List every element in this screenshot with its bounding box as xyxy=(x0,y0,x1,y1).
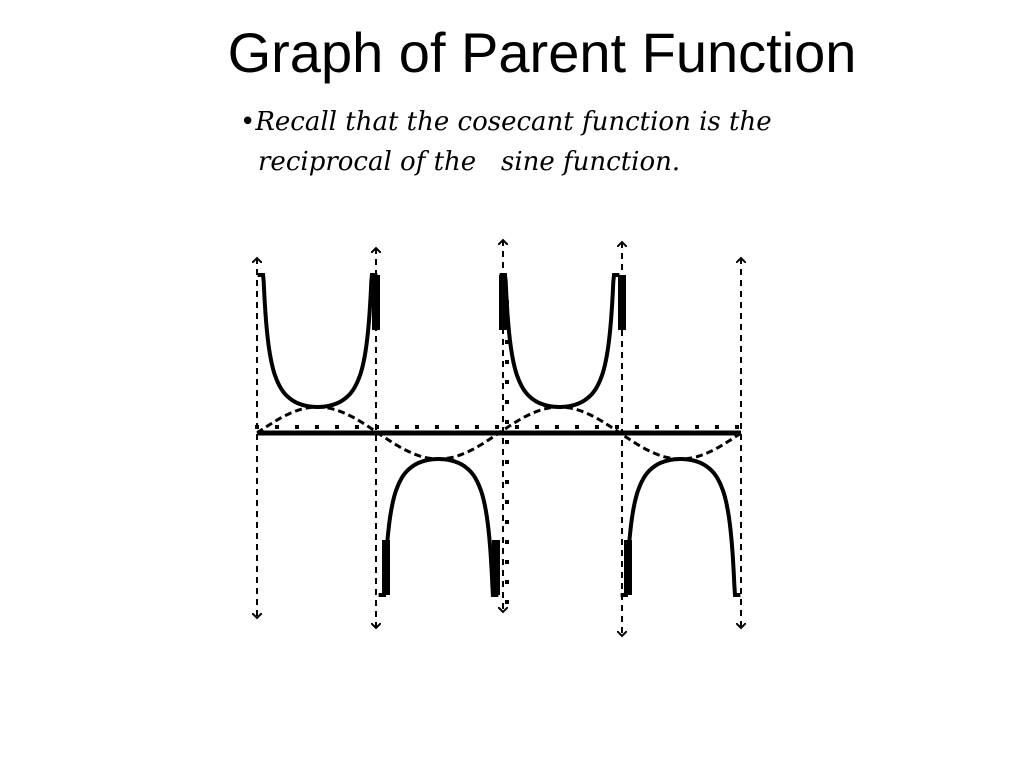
x-axis-tick xyxy=(635,425,639,429)
x-axis-tick xyxy=(435,425,439,429)
y-axis-tick xyxy=(505,420,509,424)
asymptote-group xyxy=(257,240,741,636)
x-axis-tick xyxy=(675,425,679,429)
x-axis-tick xyxy=(735,425,739,429)
bullet-line-1: •Recall that the cosecant function is th… xyxy=(240,102,880,142)
cosecant-steep-segment xyxy=(499,275,507,330)
x-axis-tick xyxy=(275,425,279,429)
x-axis-tick xyxy=(595,425,599,429)
cosecant-curve-group xyxy=(257,273,741,597)
y-axis-tick xyxy=(505,460,509,464)
sine-curve xyxy=(256,405,742,461)
cosecant-steep-segment xyxy=(372,275,380,330)
x-axis-tick xyxy=(415,425,419,429)
x-axis-tick xyxy=(475,425,479,429)
y-axis-tick xyxy=(505,560,509,564)
cosecant-branch xyxy=(378,457,499,597)
cosecant-steep-segment xyxy=(624,540,632,595)
bullet-marker: • xyxy=(240,107,256,137)
x-axis-tick xyxy=(715,425,719,429)
x-axis-tick xyxy=(535,425,539,429)
x-axis-tick xyxy=(335,425,339,429)
x-axis-tick xyxy=(295,425,299,429)
x-axis-tick xyxy=(315,425,319,429)
sine-curve-group xyxy=(256,405,742,461)
cosecant-branch xyxy=(499,273,620,409)
y-axis-tick xyxy=(505,380,509,384)
y-axis-tick xyxy=(505,540,509,544)
x-axis-tick xyxy=(395,425,399,429)
x-axis-tick xyxy=(655,425,659,429)
y-axis-tick xyxy=(505,340,509,344)
x-axis-tick xyxy=(615,425,619,429)
x-axis-tick xyxy=(355,425,359,429)
y-axis-tick xyxy=(505,360,509,364)
cosecant-branch xyxy=(620,457,741,597)
y-axis-tick xyxy=(505,400,509,404)
y-axis-tick xyxy=(505,600,509,604)
cosecant-branch xyxy=(257,273,378,409)
bullet-text-line-1: Recall that the cosecant function is the xyxy=(255,107,772,137)
cosecant-steep-segment xyxy=(492,540,500,595)
slide-title: Graph of Parent Function xyxy=(227,21,857,84)
cosecant-steep-segment xyxy=(382,540,390,595)
x-axis-tick xyxy=(375,425,379,429)
y-axis-tick xyxy=(505,500,509,504)
x-axis-tick xyxy=(515,425,519,429)
x-axis-tick xyxy=(495,425,499,429)
x-axis-tick xyxy=(455,425,459,429)
y-axis-tick xyxy=(505,480,509,484)
bullet-text-line-2: reciprocal of the sine function. xyxy=(258,147,681,177)
y-axis-tick xyxy=(505,440,509,444)
x-axis-tick xyxy=(555,425,559,429)
x-axis-tick xyxy=(695,425,699,429)
x-axis-tick xyxy=(255,425,259,429)
y-axis-tick xyxy=(505,520,509,524)
bullet-point: •Recall that the cosecant function is th… xyxy=(240,102,880,182)
y-axis-tick xyxy=(505,580,509,584)
cosecant-steep-segment xyxy=(618,275,626,330)
x-axis-tick xyxy=(575,425,579,429)
